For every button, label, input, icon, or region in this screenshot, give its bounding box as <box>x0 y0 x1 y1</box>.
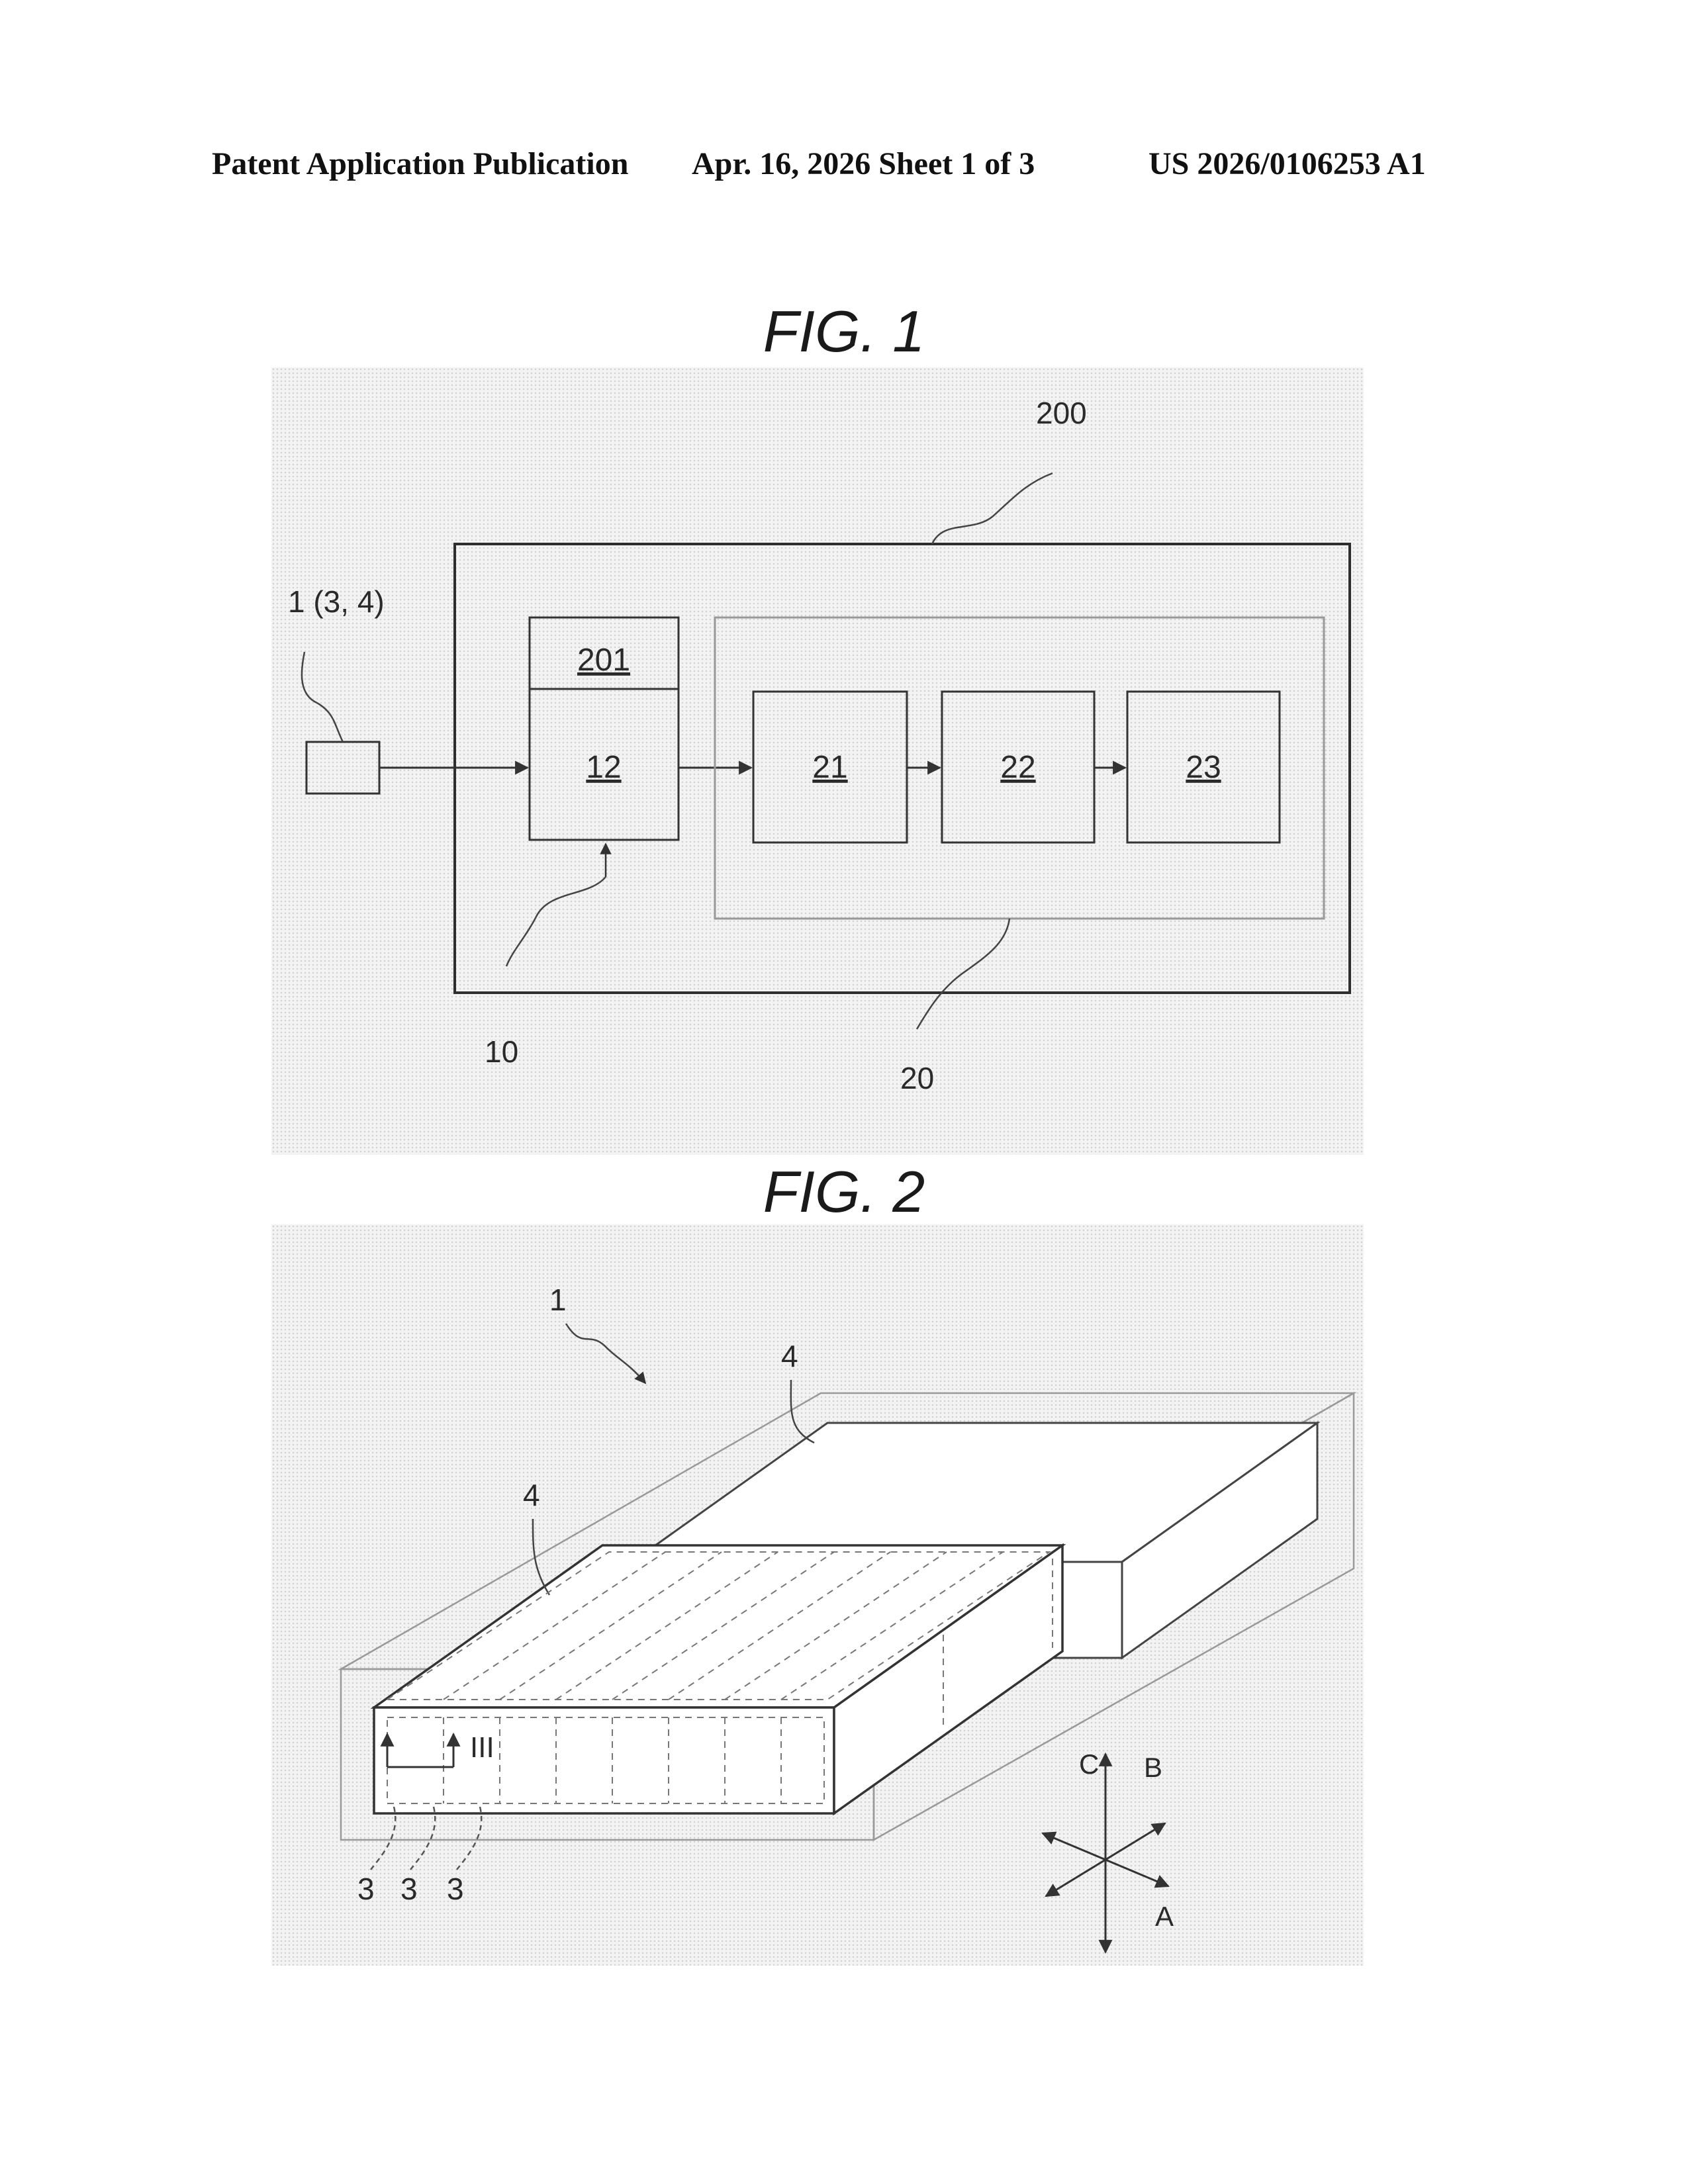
axis-indicator <box>1043 1754 1168 1952</box>
label-10: 10 <box>485 1034 518 1069</box>
label-input-1-3-4: 1 (3, 4) <box>288 584 385 619</box>
label-22: 22 <box>1000 750 1035 785</box>
label-12: 12 <box>586 750 621 785</box>
publication-number: US 2026/0106253 A1 <box>1149 146 1426 182</box>
fig2-panel: 1 4 4 <box>271 1224 1364 1966</box>
label-23: 23 <box>1186 750 1221 785</box>
fig1-panel: 200 1 (3, 4) 201 12 10 20 21 22 23 <box>271 367 1364 1155</box>
label-cell-3-b: 3 <box>400 1872 418 1906</box>
label-section-iii: III <box>470 1731 494 1764</box>
label-201: 201 <box>577 643 630 678</box>
page-header: Patent Application Publication Apr. 16, … <box>0 146 1688 185</box>
label-cell-3-c: 3 <box>447 1872 464 1906</box>
input-component-leader <box>302 652 343 742</box>
cell-3-leader-b <box>410 1807 435 1870</box>
cell-3-leader-a <box>371 1807 395 1870</box>
label-21: 21 <box>812 750 847 785</box>
cell-3-leader-c <box>457 1807 481 1870</box>
publication-date-sheet: Apr. 16, 2026 Sheet 1 of 3 <box>692 146 1035 182</box>
system-200-leader <box>932 473 1053 544</box>
label-axis-a: A <box>1155 1901 1174 1932</box>
label-axis-b: B <box>1144 1752 1162 1783</box>
label-assembly-1: 1 <box>549 1283 567 1317</box>
fig1-title: FIG. 1 <box>0 298 1688 365</box>
label-module-front-4: 4 <box>523 1478 540 1512</box>
assembly-1-leader <box>566 1324 645 1383</box>
unit-10-leader <box>506 877 606 966</box>
label-module-back-4: 4 <box>781 1339 798 1373</box>
input-component-box <box>306 742 379 794</box>
publication-type: Patent Application Publication <box>212 146 628 182</box>
module-back-leader <box>791 1380 814 1443</box>
fig2-battery-pack: 1 4 4 <box>271 1224 1364 1966</box>
label-axis-c: C <box>1079 1749 1099 1780</box>
label-200: 200 <box>1036 396 1087 430</box>
fig2-title: FIG. 2 <box>0 1158 1688 1226</box>
group-20-leader <box>917 919 1009 1029</box>
label-20: 20 <box>900 1061 934 1095</box>
fig1-block-diagram: 200 1 (3, 4) 201 12 10 20 21 22 23 <box>271 367 1364 1155</box>
label-cell-3-a: 3 <box>357 1872 375 1906</box>
